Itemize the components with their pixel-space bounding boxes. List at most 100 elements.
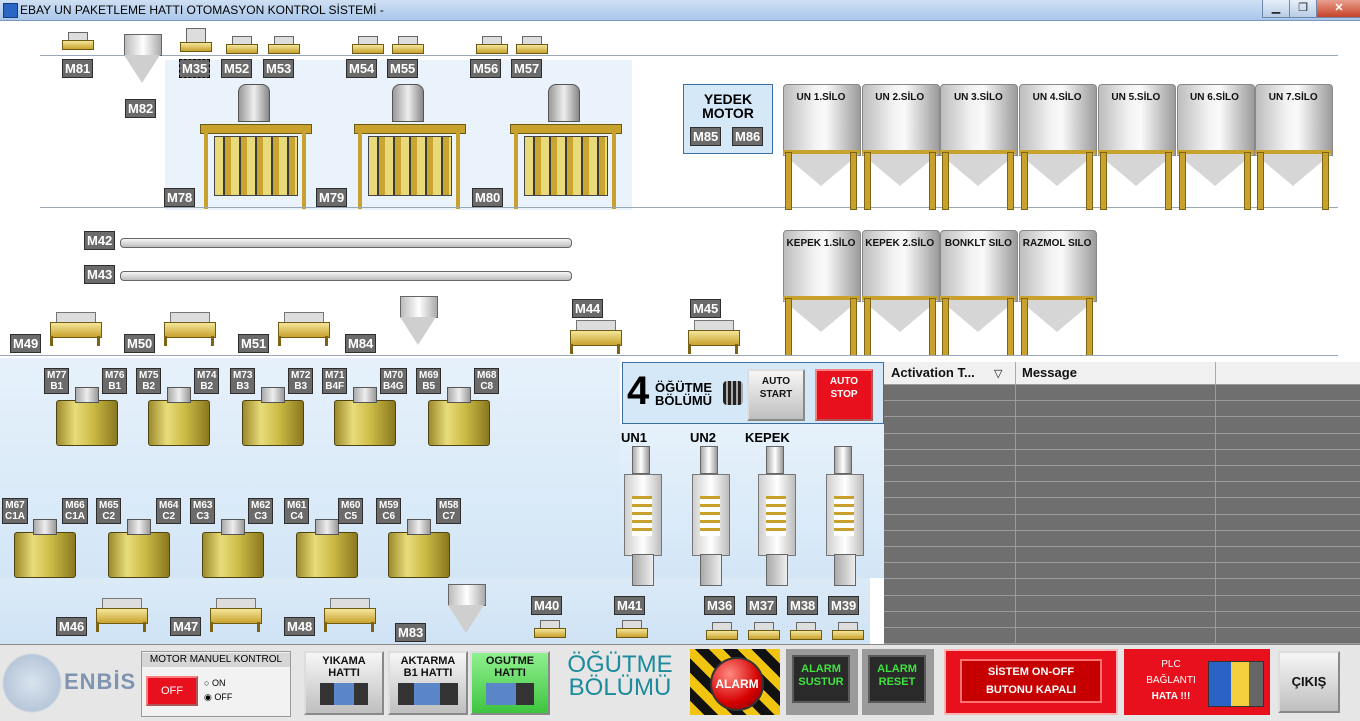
packing-machine-c1a[interactable] xyxy=(14,519,76,578)
machine-m83[interactable] xyxy=(448,584,486,644)
alarm-grid-col xyxy=(1215,384,1216,644)
sistem-label-1: SİSTEM ON-OFF xyxy=(987,666,1075,678)
maximize-button[interactable]: ❐ xyxy=(1289,0,1317,18)
machine-m81[interactable] xyxy=(62,32,94,52)
alarm-indicator[interactable]: ALARM xyxy=(690,649,780,715)
packing-machine-b5[interactable] xyxy=(428,387,490,446)
machine-m51[interactable] xyxy=(274,312,332,346)
filter-m78[interactable] xyxy=(200,84,312,209)
machine-m35[interactable] xyxy=(180,28,212,52)
machine-m49[interactable] xyxy=(46,312,104,346)
sistem-on-off-button[interactable]: SİSTEM ON-OFF BUTONU KAPALI xyxy=(944,649,1118,715)
col-message[interactable]: Message xyxy=(1022,365,1077,380)
packing-machine-c2[interactable] xyxy=(108,519,170,578)
machine-m46[interactable] xyxy=(92,598,150,632)
close-button[interactable]: ✕ xyxy=(1316,0,1360,18)
machine-m56[interactable] xyxy=(476,36,508,56)
mill-kepek[interactable] xyxy=(758,446,798,586)
packing-machine-c3[interactable] xyxy=(202,519,264,578)
packing-machine-b3[interactable] xyxy=(242,387,304,446)
machine-m55[interactable] xyxy=(392,36,424,56)
plc-status-panel: PLC BAĞLANTI HATA !!! xyxy=(1124,649,1270,715)
machine-m40[interactable] xyxy=(534,620,566,640)
tag-m51: M51 xyxy=(238,334,270,353)
machine-m36[interactable] xyxy=(706,622,738,642)
radio-on[interactable]: ○ ON xyxy=(204,678,226,688)
silo-other-1[interactable]: KEPEK 1.SİLO xyxy=(783,230,861,356)
machine-m53[interactable] xyxy=(268,36,300,56)
section-number: 4 xyxy=(627,369,650,413)
machine-m52[interactable] xyxy=(226,36,258,56)
machine-m47[interactable] xyxy=(206,598,264,632)
alarm-table[interactable]: Activation T... ▽ Message xyxy=(884,362,1360,644)
tag-m85[interactable]: M85 xyxy=(690,127,722,146)
machine-m39[interactable] xyxy=(832,622,864,642)
silo-other-4[interactable]: RAZMOL SILO xyxy=(1019,230,1098,356)
packing-machine-b4f[interactable] xyxy=(334,387,396,446)
silo-un-6[interactable]: UN 6.SİLO xyxy=(1176,84,1255,210)
packing-machine-c4[interactable] xyxy=(296,519,358,578)
machine-m38[interactable] xyxy=(790,622,822,642)
radio-off[interactable]: ◉ OFF xyxy=(204,692,233,702)
title-bar: EBAY UN PAKETLEME HATTI OTOMASYON KONTRO… xyxy=(0,0,1360,21)
machine-m41[interactable] xyxy=(616,620,648,640)
mill-un2[interactable] xyxy=(692,446,732,586)
machine-m45[interactable] xyxy=(684,320,742,354)
silo-un-3[interactable]: UN 3.SİLO xyxy=(940,84,1019,210)
machine-m37[interactable] xyxy=(748,622,780,642)
motor-manuel-panel: MOTOR MANUEL KONTROL OFF ○ ON ◉ OFF xyxy=(141,651,291,717)
tag-m43: M43 xyxy=(84,265,116,284)
silo-un-1[interactable]: UN 1.SİLO xyxy=(783,84,861,210)
plc-label-3: HATA !!! xyxy=(1151,691,1191,702)
machine-m50[interactable] xyxy=(160,312,218,346)
manual-off-button[interactable]: OFF xyxy=(146,676,198,706)
auto-stop-button[interactable]: AUTO STOP xyxy=(815,369,873,421)
mill-4[interactable] xyxy=(826,446,866,586)
tag-m86[interactable]: M86 xyxy=(732,127,764,146)
machine-m84[interactable] xyxy=(400,296,438,356)
filter-m79[interactable] xyxy=(354,84,466,209)
tag-m54: M54 xyxy=(346,59,378,78)
filter-m80[interactable] xyxy=(510,84,622,209)
exit-button[interactable]: ÇIKIŞ xyxy=(1278,651,1340,713)
tag-m57: M57 xyxy=(511,59,543,78)
machine-m54[interactable] xyxy=(352,36,384,56)
plc-label-1: PLC xyxy=(1161,659,1181,670)
sort-icon[interactable]: ▽ xyxy=(994,368,1003,380)
tag-m84: M84 xyxy=(345,334,377,353)
silo-other-3[interactable]: BONKLT SILO xyxy=(940,230,1019,356)
silo-un-7[interactable]: UN 7.SİLO xyxy=(1255,84,1334,210)
bottom-toolbar: ENBİS MOTOR MANUEL KONTROL OFF ○ ON ◉ OF… xyxy=(0,644,1360,721)
machine-m82[interactable] xyxy=(124,34,162,94)
silo-other-2[interactable]: KEPEK 2.SİLO xyxy=(861,230,940,356)
packing-machine-b1[interactable] xyxy=(56,387,118,446)
machine-m48[interactable] xyxy=(320,598,378,632)
alarm-table-header: Activation T... ▽ Message xyxy=(884,362,1360,385)
alarm-grid-line xyxy=(884,546,1360,547)
mill-un1[interactable] xyxy=(624,446,664,586)
conveyor-m43[interactable] xyxy=(120,271,572,281)
machine-m44[interactable] xyxy=(566,320,624,354)
tag-m81: M81 xyxy=(62,59,94,78)
silo-un-4[interactable]: UN 4.SİLO xyxy=(1019,84,1098,210)
packing-machine-b2[interactable] xyxy=(148,387,210,446)
silo-un-2[interactable]: UN 2.SİLO xyxy=(861,84,940,210)
silo-label: UN 5.SİLO xyxy=(1111,92,1161,103)
enbis-logo: ENBİS xyxy=(2,649,138,715)
auto-start-button[interactable]: AUTO START xyxy=(747,369,805,421)
col-activation-time[interactable]: Activation T... xyxy=(891,365,975,380)
conveyor-m42[interactable] xyxy=(120,238,572,248)
minimize-button[interactable]: ▁ xyxy=(1262,0,1290,18)
silo-un-5[interactable]: UN 5.SİLO xyxy=(1097,84,1176,210)
machine-m57[interactable] xyxy=(516,36,548,56)
packing-machine-c6[interactable] xyxy=(388,519,450,578)
